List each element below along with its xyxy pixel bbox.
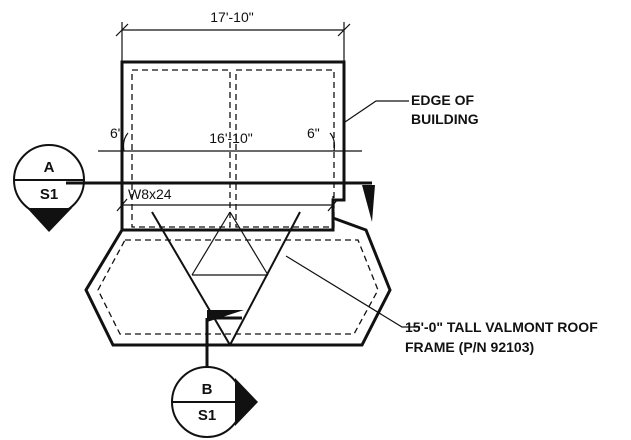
right-offset-label: 6" bbox=[307, 125, 320, 141]
section-a-letter: A bbox=[44, 159, 55, 176]
overall-dimension: 17'-10" bbox=[115, 9, 351, 62]
section-a-sheet: S1 bbox=[40, 186, 58, 203]
edge-note-line1: EDGE OF bbox=[411, 92, 474, 108]
section-b-letter: B bbox=[202, 381, 213, 398]
roof-frame bbox=[151, 211, 301, 346]
leader-lines bbox=[285, 100, 420, 328]
edge-note-line2: BUILDING bbox=[411, 111, 479, 127]
section-a-bubble: A S1 bbox=[13, 144, 85, 232]
overall-width-label: 17'-10" bbox=[210, 9, 253, 25]
inner-width-label: 16'-10" bbox=[209, 130, 252, 146]
frame-note-line1: 15'-0" TALL VALMONT ROOF bbox=[405, 319, 598, 335]
roof-panels-dashed bbox=[131, 69, 335, 228]
section-cut-b bbox=[205, 310, 244, 368]
inner-dimension: 6" 6" 16'-10" bbox=[98, 125, 362, 152]
section-cut-a bbox=[66, 181, 375, 222]
section-b-bubble: B S1 bbox=[171, 366, 258, 438]
beam-label: W8x24 bbox=[128, 186, 172, 202]
roof-outline-dashed bbox=[97, 239, 379, 335]
roof-outline bbox=[84, 215, 392, 347]
beam-dimension: W8x24 bbox=[116, 186, 339, 214]
section-b-sheet: S1 bbox=[198, 407, 216, 424]
frame-note-line2: FRAME (P/N 92103) bbox=[405, 339, 534, 355]
left-offset-label: 6" bbox=[110, 125, 123, 141]
